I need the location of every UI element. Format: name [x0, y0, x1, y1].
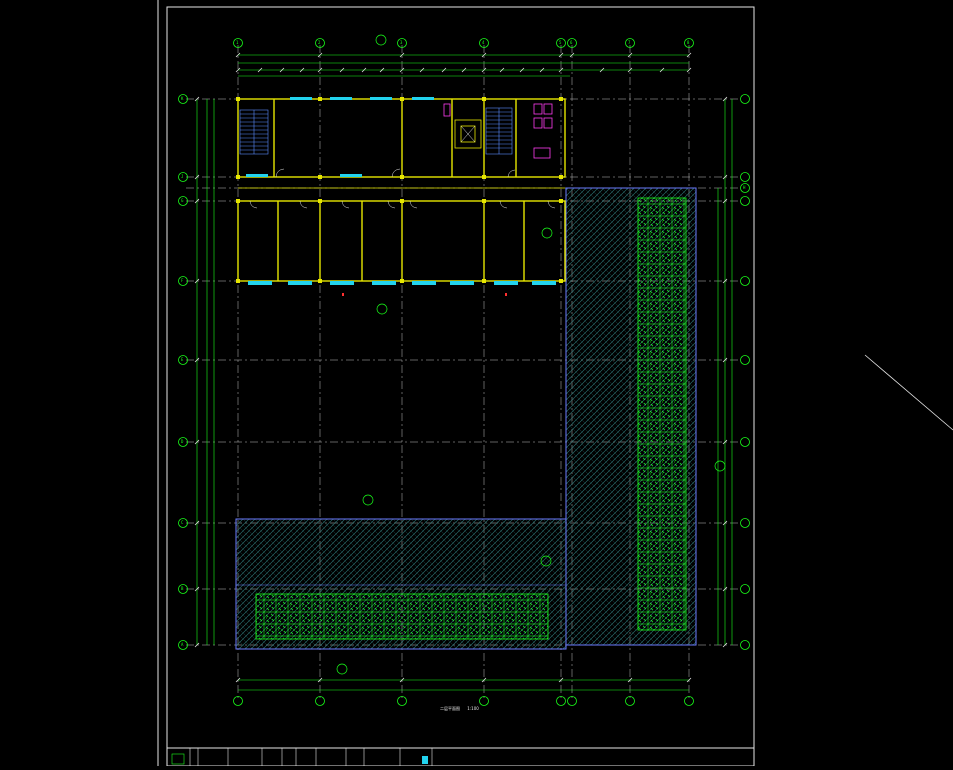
- roof-area-right: [565, 187, 697, 646]
- axis-label-row-k: K: [181, 96, 184, 101]
- red-markers: [342, 293, 507, 296]
- axis-label-row-a: A: [181, 642, 184, 647]
- axis-label-col-6: 6: [570, 40, 573, 45]
- axis-label-col-3: 3: [400, 40, 403, 45]
- axis-label-col-2: 2: [318, 40, 321, 45]
- dimension-ticks: [194, 52, 728, 683]
- roof-area-bottom: [235, 518, 567, 650]
- axis-label-row-d: D: [181, 439, 184, 444]
- axis-label-col-8: 8: [687, 40, 690, 45]
- axis-label-col-1: 1: [236, 40, 239, 45]
- drawing-scale: 1:100: [467, 706, 479, 711]
- stair-left: [239, 109, 269, 155]
- axis-label-col-5: 5: [559, 40, 562, 45]
- title-block: [171, 748, 433, 766]
- axis-bubbles-top: [233, 38, 694, 48]
- axis-bubbles-right: [740, 94, 750, 650]
- axis-bubbles-left: [178, 94, 188, 650]
- axis-label-col-4: 4: [482, 40, 485, 45]
- drawing-title: 二层平面图 1:100: [440, 706, 479, 712]
- axis-label-row-f: F: [181, 278, 184, 283]
- sheet-frame: [157, 0, 953, 767]
- axis-label-row-g: G: [181, 198, 184, 203]
- axis-label-row-j: J: [181, 174, 184, 179]
- building-walls: [237, 98, 566, 282]
- axis-label-row-h: H: [743, 185, 746, 190]
- callouts: [336, 34, 726, 675]
- axis-bubbles-bottom: [233, 696, 694, 706]
- drawing-title-text: 二层平面图: [440, 706, 460, 711]
- windows: [246, 97, 556, 285]
- elevator: [454, 119, 482, 149]
- columns: [236, 97, 563, 283]
- axis-label-col-7: 7: [628, 40, 631, 45]
- axis-label-row-c: C: [181, 520, 184, 525]
- axis-label-row-e: E: [181, 357, 184, 362]
- stair-right: [485, 107, 513, 155]
- door-swings: [249, 168, 556, 209]
- restroom-fixtures: [443, 103, 553, 159]
- axis-label-row-b: B: [181, 586, 184, 591]
